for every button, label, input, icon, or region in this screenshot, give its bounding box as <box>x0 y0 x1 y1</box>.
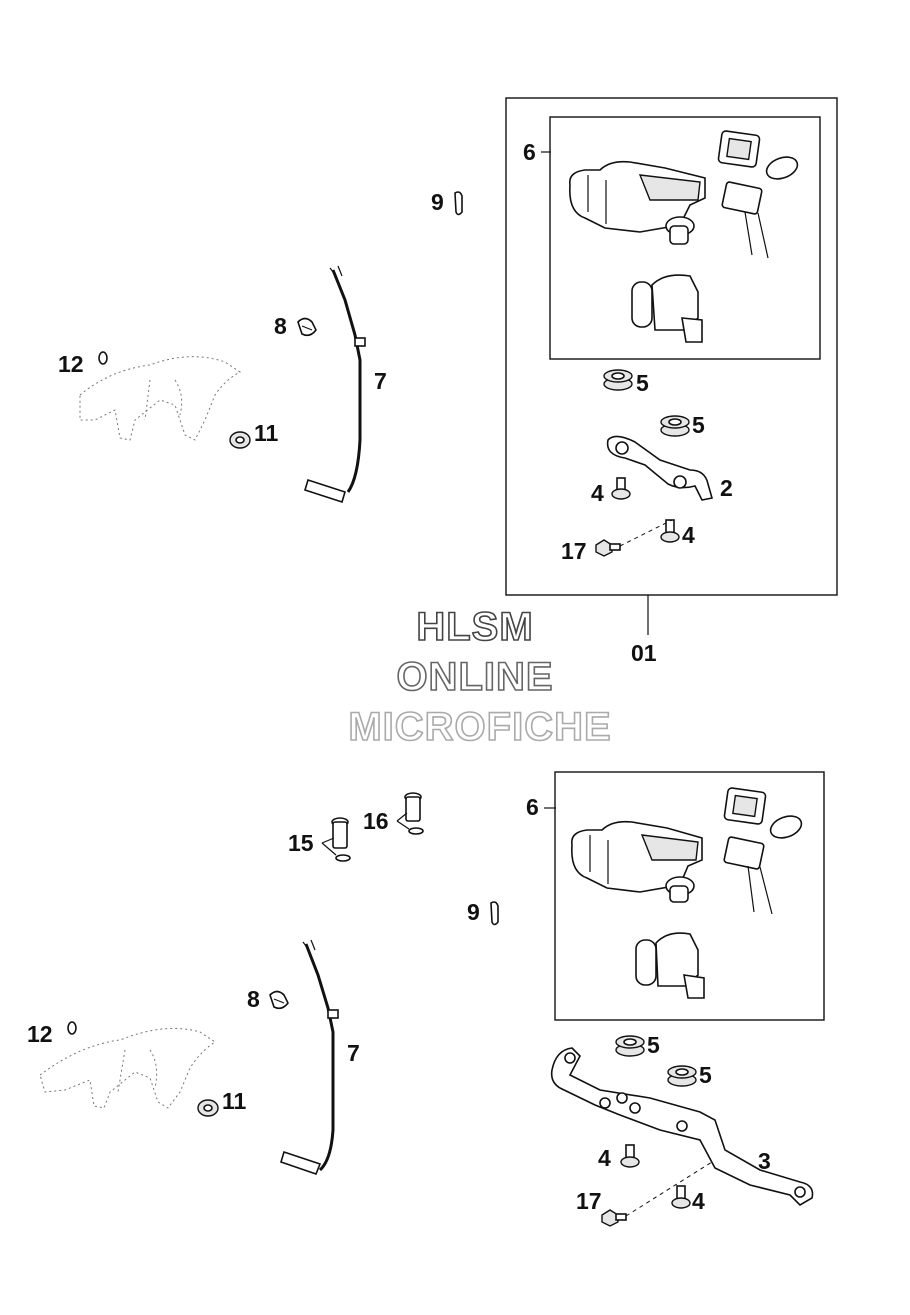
lower-part-5b-grommet <box>667 1065 697 1087</box>
lower-part-4a-screw <box>620 1144 640 1168</box>
upper-part-5b-grommet <box>660 415 690 437</box>
lower-part-12-ghost-housing <box>39 1021 216 1109</box>
lower-part-9-clip <box>490 901 499 926</box>
watermark-line-1: HLSM <box>416 605 533 649</box>
lower-label-3: 3 <box>758 1148 771 1174</box>
upper-label-4a: 4 <box>591 480 604 506</box>
lower-assembly: 6 9 15 16 8 7 <box>27 771 825 1227</box>
lower-part-5a-grommet <box>615 1035 645 1057</box>
lower-label-4b: 4 <box>692 1188 705 1214</box>
lower-label-9: 9 <box>467 899 480 925</box>
lower-label-17: 17 <box>576 1188 602 1214</box>
assembly-01-label: 01 <box>631 640 657 666</box>
upper-label-5b: 5 <box>692 412 705 438</box>
upper-label-11: 11 <box>254 420 279 446</box>
watermark-line-2: ONLINE <box>396 655 553 699</box>
assembly-01-outer-box <box>505 97 838 596</box>
lower-part-8-cable-clip <box>269 990 289 1010</box>
lower-label-7: 7 <box>347 1040 360 1066</box>
upper-label-2: 2 <box>720 475 733 501</box>
upper-part-4b-screw <box>660 519 680 543</box>
lower-part-6-box <box>554 771 825 1021</box>
upper-part-2-bracket <box>606 435 714 501</box>
lower-label-11: 11 <box>222 1088 247 1114</box>
lower-part-4b-screw <box>671 1185 691 1209</box>
upper-part-17-bolt <box>595 539 621 557</box>
part-6-inner-box <box>549 116 821 360</box>
lower-part-7-sensor-cable <box>280 939 339 1176</box>
lower-label-4a: 4 <box>598 1145 611 1171</box>
upper-label-17: 17 <box>561 538 587 564</box>
lower-part-6-switch-housing <box>570 787 803 999</box>
lower-label-5a: 5 <box>647 1032 660 1058</box>
upper-label-7: 7 <box>374 368 387 394</box>
lower-label-8: 8 <box>247 986 260 1012</box>
upper-label-9: 9 <box>431 189 444 215</box>
watermark-line-3: MICROFICHE <box>348 705 611 749</box>
upper-assembly: 01 6 9 <box>58 97 838 666</box>
upper-part-11-nut <box>229 431 251 449</box>
upper-label-5a: 5 <box>636 370 649 396</box>
lower-label-6: 6 <box>526 794 539 820</box>
upper-label-12: 12 <box>58 351 84 377</box>
lower-label-15: 15 <box>288 830 314 856</box>
upper-label-4b: 4 <box>682 522 695 548</box>
lower-part-15-pin <box>331 817 351 862</box>
upper-label-8: 8 <box>274 313 287 339</box>
lower-part-17-bolt <box>601 1209 627 1227</box>
lower-label-5b: 5 <box>699 1062 712 1088</box>
upper-part-8-cable-clip <box>297 317 317 337</box>
upper-part-9-clip <box>454 191 463 216</box>
lower-label-12: 12 <box>27 1021 53 1047</box>
lower-part-16-pin <box>404 792 424 835</box>
lower-part-11-nut <box>197 1099 219 1117</box>
upper-part-12-ghost-housing <box>79 351 241 441</box>
lower-label-16: 16 <box>363 808 389 834</box>
upper-part-4a-screw <box>611 477 631 500</box>
lower-part-3-long-bracket <box>550 1047 814 1207</box>
upper-part-5a-grommet <box>603 369 633 391</box>
upper-part-7-sensor-cable <box>304 265 366 504</box>
part-6-switch-housing <box>568 130 799 343</box>
watermark: HLSM ONLINE MICROFICHE <box>348 604 612 750</box>
upper-label-6: 6 <box>523 139 536 165</box>
